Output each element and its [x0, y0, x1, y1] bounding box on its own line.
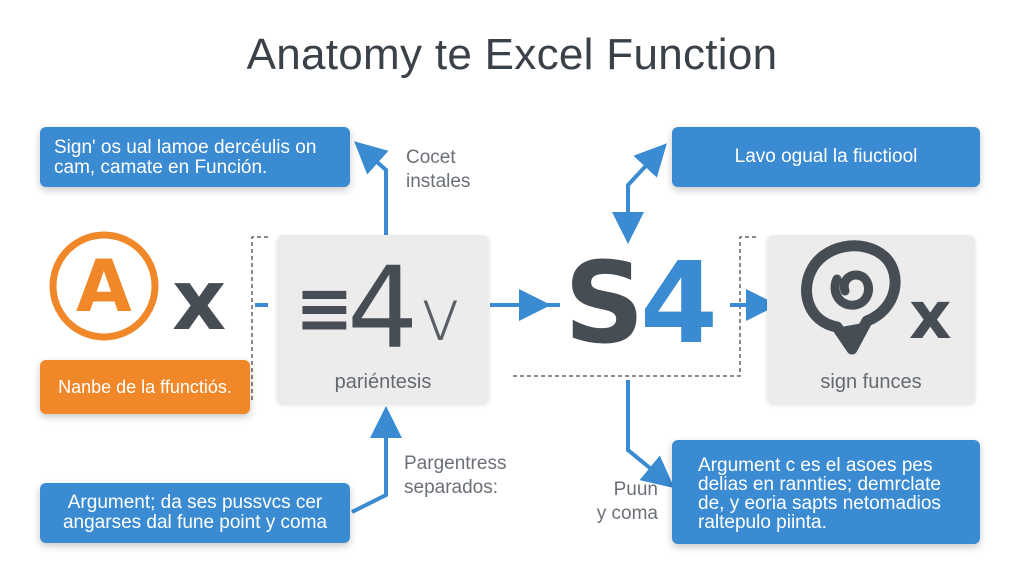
- callout-top-right-text: Lavo ogual la fiuctiool: [734, 146, 918, 167]
- dashed-bracket-left: [251, 236, 268, 400]
- sign-suffix-x: x: [909, 277, 952, 354]
- label-bottom-mid: Pargentress separados:: [404, 452, 506, 500]
- callout-bottom-left-line2: angarses dal fune point y coma: [62, 512, 328, 533]
- callout-top-left-line1: Sign' os ual lamoe dercéulis on: [54, 137, 317, 158]
- circle-a-icon: [49, 231, 159, 341]
- label-bottom-center: Puun y coma: [592, 478, 658, 526]
- function-name-block: A x: [46, 228, 246, 348]
- callout-bottom-right-line3: de, y eoria sapts netomadios: [698, 493, 941, 514]
- v-glyph: v: [419, 273, 462, 357]
- label-bottom-center-line1: Puun: [613, 479, 658, 500]
- callout-bottom-left-line1: Argument; da ses pussvcs cer: [67, 492, 323, 513]
- spiral-pin-icon: [801, 240, 901, 355]
- parenthesis-caption: pariéntesis: [334, 371, 432, 393]
- callout-function-name: Nanbe de la ffunctiós.: [40, 360, 250, 414]
- callout-top-left-line2: cam, camate en Función.: [54, 157, 268, 178]
- label-top-mid-line2: instales: [406, 171, 471, 192]
- function-suffix-x: x: [172, 251, 227, 349]
- callout-top-right: Lavo ogual la fiuctiool: [672, 127, 980, 187]
- label-top-mid: Cocet instales: [406, 146, 470, 194]
- s-glyph: S: [564, 239, 645, 369]
- label-bottom-center-line2: y coma: [596, 503, 658, 524]
- callout-bottom-right: Argument c es el asoes pes delias en ran…: [672, 440, 980, 544]
- label-bottom-mid-line2: separados:: [404, 477, 499, 498]
- equals-glyph: ≡: [295, 267, 354, 349]
- parenthesis-card: ≡ 4 v pariéntesis: [277, 235, 489, 403]
- callout-top-left: Sign' os ual lamoe dercéulis on cam, cam…: [40, 127, 350, 187]
- callout-function-name-text: Nanbe de la ffunctiós.: [58, 377, 232, 397]
- sign-card: x sign funces: [767, 235, 975, 403]
- label-bottom-mid-line1: Pargentress: [404, 453, 507, 474]
- four-glyph: 4: [347, 244, 419, 374]
- label-top-mid-line1: Cocet: [406, 147, 456, 168]
- sign-caption: sign funces: [820, 371, 922, 393]
- callout-bottom-right-line2: delias en rannties; demrclate: [698, 474, 941, 495]
- four-blue-glyph: 4: [640, 239, 718, 369]
- callout-bottom-right-line4: raltepulo piinta.: [698, 512, 827, 533]
- callout-bottom-right-line1: Argument c es el asoes pes: [698, 455, 933, 476]
- callout-bottom-left: Argument; da ses pussvcs cer angarses da…: [40, 483, 350, 543]
- function-letter-a: A: [76, 244, 132, 328]
- arguments-block: S 4: [560, 248, 730, 362]
- diagram-title: Anatomy te Excel Function: [246, 30, 778, 79]
